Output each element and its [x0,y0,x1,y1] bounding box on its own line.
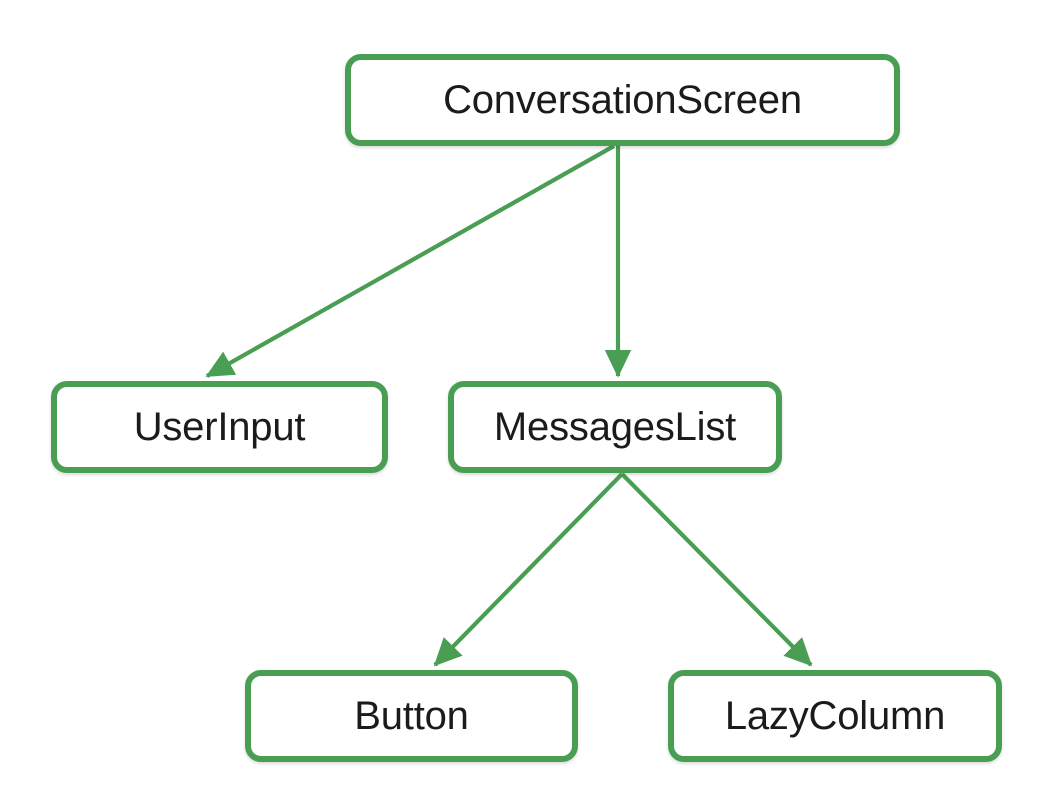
node-label: ConversationScreen [443,78,802,122]
edge-messageslist-to-lazycolumn [620,472,813,667]
node-label: UserInput [133,405,306,449]
node-label: Button [354,694,469,738]
node-lazycolumn[interactable]: LazyColumn [668,670,1002,762]
node-label: MessagesList [493,405,737,449]
node-label: LazyColumn [724,694,946,738]
node-button[interactable]: Button [245,670,578,762]
edge-conversationscreen-to-userinput [205,144,616,378]
edge-messageslist-to-button [433,472,624,667]
node-messageslist[interactable]: MessagesList [448,381,782,473]
node-userinput[interactable]: UserInput [51,381,388,473]
node-conversationscreen[interactable]: ConversationScreen [345,54,900,146]
